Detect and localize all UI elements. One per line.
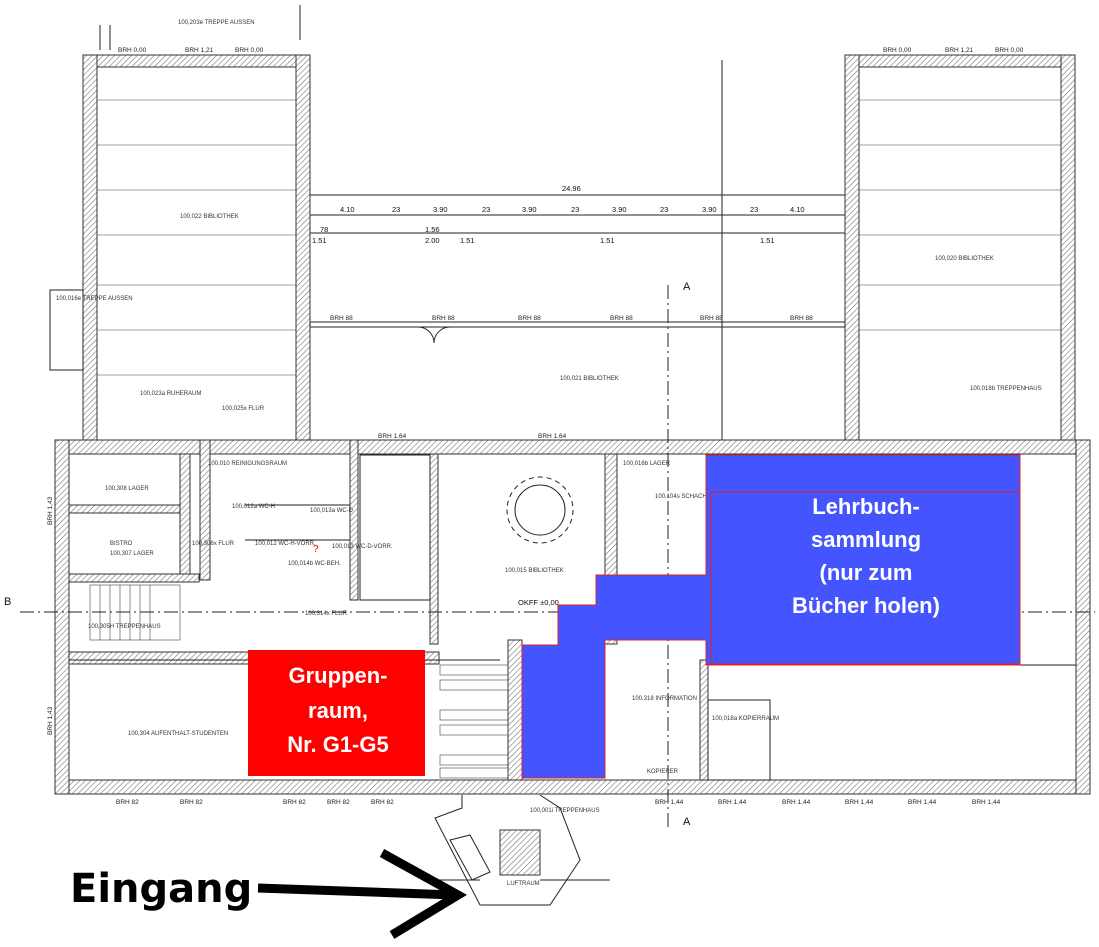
- room-label: LUFTRAUM: [507, 881, 540, 887]
- room-label: 100,020 BIBLIOTHEK: [935, 256, 994, 262]
- dimension-label: 4.10: [340, 205, 355, 214]
- lehrbuch-label: Lehrbuch-: [812, 494, 920, 519]
- dimension-label: 3.90: [433, 205, 448, 214]
- brh-label: BRH 88: [518, 315, 541, 322]
- brh-label: BRH 88: [610, 315, 633, 322]
- room-label: 100,016b LAGER: [623, 461, 671, 467]
- room-label: 100,307 LAGER: [110, 551, 154, 557]
- lehrbuch-label: sammlung: [811, 527, 921, 552]
- room-label: 100,023a RUHERAUM: [140, 391, 201, 397]
- gruppenraum-label: raum,: [308, 698, 368, 723]
- room-label: BISTRO: [110, 541, 133, 547]
- room-label: 100,025x FLUR: [222, 406, 265, 412]
- level-marker: OKFF ±0,00: [518, 598, 559, 607]
- entrance-label: Eingang: [70, 866, 252, 912]
- right-wing: 100,020 BIBLIOTHEK 100,018b TREPPENHAUS …: [844, 47, 1076, 441]
- brh-label: BRH 82: [283, 799, 306, 806]
- bookshelves: [439, 664, 509, 779]
- room-label: 100,013a WC-D: [310, 508, 354, 514]
- dimension-label: 2.00: [425, 236, 440, 245]
- brh-label: BRH 82: [180, 799, 203, 806]
- dimension-label: 1.51: [760, 236, 775, 245]
- section-marker-b: B: [4, 596, 11, 608]
- entrance-structure: LUFTRAUM 100,001i TREPPENHAUS: [422, 794, 610, 906]
- brh-label: BRH 0,00: [995, 47, 1024, 54]
- brh-label: BRH 82: [371, 799, 394, 806]
- room-label: 100,010 REINIGUNGSRAUM: [208, 461, 287, 467]
- main-block: 100,308 LAGER BISTRO 100,307 LAGER 100,3…: [4, 281, 1095, 830]
- brh-label: BRH 1,44: [972, 799, 1001, 806]
- brh-label: BRH 82: [327, 799, 350, 806]
- brh-label: BRH 1,21: [185, 47, 214, 54]
- dimension-label: 23: [660, 205, 668, 214]
- room-label: 100,001i TREPPENHAUS: [530, 808, 600, 814]
- room-label: 100,018b TREPPENHAUS: [970, 386, 1042, 392]
- gruppenraum-label: Gruppen-: [289, 663, 388, 688]
- room-label: 100,305H TREPPENHAUS: [88, 624, 161, 630]
- brh-label: BRH 0,00: [235, 47, 264, 54]
- gruppenraum-label: Nr. G1-G5: [287, 732, 388, 757]
- dimension-label: 23: [392, 205, 400, 214]
- brh-label: BRH 1,43: [47, 706, 54, 735]
- brh-label: BRH 1,43: [47, 496, 54, 525]
- dimension-label: 1.51: [460, 236, 475, 245]
- room-label: 100,014b WC-BEH.: [288, 561, 341, 567]
- lehrbuch-label: (nur zum: [820, 560, 913, 585]
- room-label: 100,022 BIBLIOTHEK: [180, 214, 239, 220]
- room-label: 100,016e TREPPE AUSSEN: [56, 296, 133, 302]
- section-marker-a: A: [683, 281, 691, 293]
- lehrbuchsammlung-highlight: Lehrbuch- sammlung (nur zum Bücher holen…: [521, 454, 1021, 779]
- room-label: 100,203e TREPPE AUSSEN: [178, 20, 255, 26]
- brh-label: BRH 1,44: [908, 799, 937, 806]
- room-label: 100,318 INFORMATION: [632, 696, 697, 702]
- dimension-label: 23: [482, 205, 490, 214]
- room-label: 100,012 WC-H-VORR.: [255, 541, 316, 547]
- room-label: 100,314x FLUR: [305, 611, 348, 617]
- arrow-icon: [257, 849, 467, 939]
- brh-label: BRH 1,21: [945, 47, 974, 54]
- brh-label: BRH 1,64: [378, 433, 407, 440]
- dimension-label: 1.51: [312, 236, 327, 245]
- brh-label: BRH 88: [432, 315, 455, 322]
- brh-label: BRH 88: [700, 315, 723, 322]
- dimension-label: 23: [750, 205, 758, 214]
- gruppenraum-highlight: Gruppen- raum, Nr. G1-G5: [248, 650, 425, 776]
- section-marker-a: A: [683, 816, 691, 828]
- question-mark: ?: [313, 544, 319, 555]
- room-label: 100,015 BIBLIOTHEK: [505, 568, 564, 574]
- brh-label: BRH 1,64: [538, 433, 567, 440]
- room-label: 100,021 BIBLIOTHEK: [560, 376, 619, 382]
- dimension-label: 23: [571, 205, 579, 214]
- brh-label: BRH 88: [790, 315, 813, 322]
- room-label: 100,308 LAGER: [105, 486, 149, 492]
- brh-label: BRH 1,44: [782, 799, 811, 806]
- dimension-label: 24.96: [562, 184, 581, 193]
- brh-label: BRH 1,44: [845, 799, 874, 806]
- room-label: 100,304 AUFENTHALT-STUDENTEN: [128, 731, 228, 737]
- dimension-label: 3.90: [522, 205, 537, 214]
- brh-label: BRH 1,44: [718, 799, 747, 806]
- room-label: 100,306x FLUR: [192, 541, 235, 547]
- room-label: 100,104s SCHACHT-AUFZUG: [655, 494, 737, 500]
- room-label: 100,012a WC-H: [232, 504, 275, 510]
- dimension-label: 4.10: [790, 205, 805, 214]
- room-label: KOPIERER: [647, 769, 679, 775]
- dimension-label: 3.90: [612, 205, 627, 214]
- dimension-label: 78: [320, 225, 328, 234]
- room-label: 100,013 WC-D-VORR.: [332, 544, 393, 550]
- dimension-label: 3.90: [702, 205, 717, 214]
- brh-label: BRH 1,44: [655, 799, 684, 806]
- brh-label: BRH 0,00: [118, 47, 147, 54]
- room-label: 100,018a KOPIERRAUM: [712, 716, 779, 722]
- dimension-label: 1.51: [600, 236, 615, 245]
- dimension-label: 1.56: [425, 225, 440, 234]
- brh-label: BRH 88: [330, 315, 353, 322]
- lehrbuch-label: Bücher holen): [792, 593, 940, 618]
- brh-label: BRH 0,00: [883, 47, 912, 54]
- brh-label: BRH 82: [116, 799, 139, 806]
- middle-hall: 24.96 4.10 23 3.90 23 3.90 23 3.90 23 3.…: [309, 60, 846, 440]
- left-wing: 100,022 BIBLIOTHEK 100,023a RUHERAUM 100…: [49, 5, 311, 441]
